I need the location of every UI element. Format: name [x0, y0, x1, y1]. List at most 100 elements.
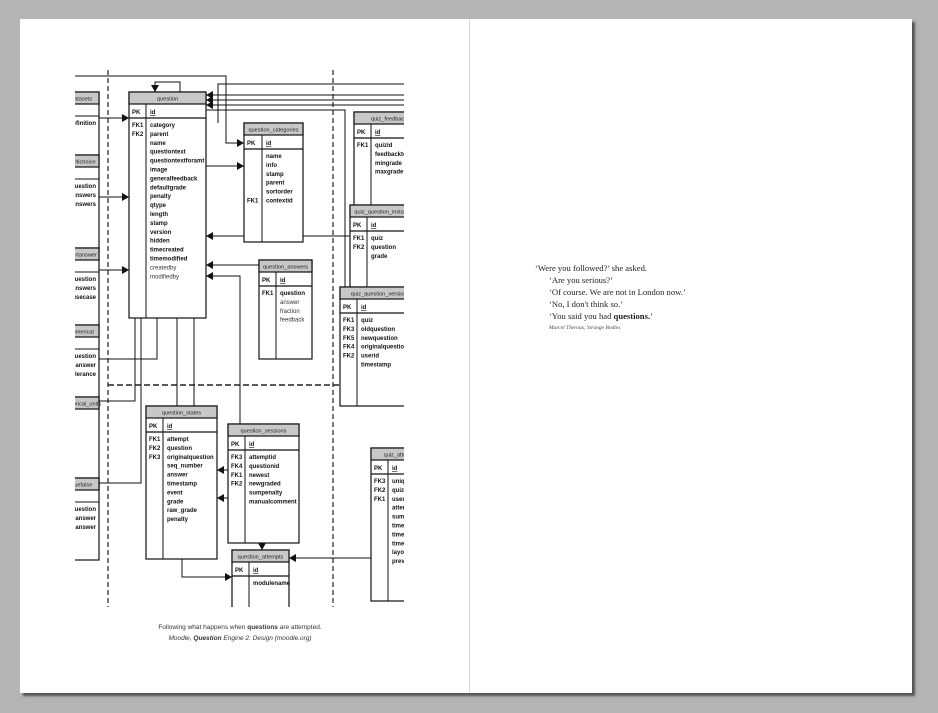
- entity-header: [75, 396, 100, 410]
- fk-label: FK1: [353, 236, 365, 242]
- entity-field: question: [71, 354, 96, 360]
- caption-bold: questions: [247, 624, 278, 631]
- entity-field: category: [150, 123, 176, 129]
- quote-attribution: Marcel Theroux, Strange Bodies: [549, 325, 621, 331]
- entity-name: question_sessions: [240, 429, 286, 435]
- fk-label: FK2: [132, 132, 144, 138]
- arrowhead: [258, 543, 266, 550]
- epigraph: ‘Were you followed?’ she asked. ‘Are you…: [535, 262, 686, 334]
- caption-text: Following what happens when: [158, 624, 248, 631]
- entity-field: timemodified: [150, 257, 188, 263]
- fk-label: FK5: [343, 336, 355, 342]
- pk-field: id: [375, 130, 381, 136]
- entity-box: [128, 91, 207, 319]
- entity-field: answer: [167, 473, 188, 479]
- entity-field: name: [150, 141, 166, 147]
- pk-label: PK: [262, 278, 271, 284]
- fk-label: FK2: [343, 354, 355, 360]
- entity-field: qtype: [150, 203, 167, 209]
- pk-label: PK: [343, 305, 352, 311]
- entity-field: oldquestion: [361, 327, 395, 333]
- entity-header: [227, 423, 300, 437]
- entity-field: question: [71, 184, 96, 190]
- entity-field: definition: [69, 121, 96, 127]
- entity-field: modulename: [253, 581, 291, 587]
- entity-field: usecase: [72, 295, 96, 301]
- entity-field: attemptid: [249, 455, 276, 461]
- fk-label: FK4: [343, 345, 355, 351]
- entity-field: fraction: [280, 309, 300, 315]
- source-bold: Question: [193, 635, 222, 642]
- entity-name: question_categories: [248, 128, 298, 134]
- fk-label: FK1: [132, 123, 144, 129]
- entity-field: attempt: [392, 506, 414, 512]
- entity-header: [75, 154, 100, 168]
- entity-box: [243, 122, 304, 243]
- entity-name: quiz_question_instances: [354, 210, 415, 216]
- entity-name: question_truefalse: [47, 483, 93, 489]
- entity-field: seq_number: [167, 464, 203, 470]
- arrowhead: [206, 272, 213, 280]
- quote-text: ‘You said you had: [549, 311, 614, 321]
- entity-field: question: [167, 446, 192, 452]
- entity-box: [339, 286, 404, 407]
- entity-field: layout: [392, 550, 410, 556]
- entity-field: penalty: [150, 194, 172, 200]
- fk-label: FK1: [247, 199, 259, 205]
- entity-field: timestart: [392, 524, 417, 530]
- pk-field: id: [280, 278, 286, 284]
- pk-field: id: [253, 568, 259, 574]
- entity-field: feedback: [280, 318, 305, 324]
- entity-field: question: [71, 507, 96, 513]
- relationship-line: [206, 109, 346, 287]
- pk-label: PK: [149, 424, 158, 430]
- entity-field: hidden: [150, 239, 170, 245]
- fk-label: FK4: [231, 464, 243, 470]
- quote-line: ‘Are you serious?’: [549, 275, 613, 285]
- quote-line-last: ‘You said you had questions.’: [535, 310, 686, 322]
- entity-field: image: [150, 168, 168, 174]
- entity-name: question_multichoice: [43, 160, 95, 166]
- entity-field: sortorder: [266, 190, 293, 196]
- arrowhead: [217, 494, 224, 502]
- entity-field: quiz: [361, 318, 373, 324]
- entity-name: question_datasets: [47, 97, 93, 103]
- quote-line: ‘No, I don't think so.’: [549, 299, 624, 309]
- pk-label: PK: [132, 110, 141, 116]
- entity-field: event: [167, 490, 183, 496]
- entity-box: [75, 396, 100, 490]
- entity-field: feedbacktext: [375, 152, 412, 158]
- arrowhead: [217, 466, 224, 474]
- fk-label: FK3: [149, 455, 161, 461]
- entity-field: stamp: [266, 172, 284, 178]
- pk-label: PK: [231, 442, 240, 448]
- entity-field: questiontext: [150, 150, 186, 156]
- entity-box: [75, 247, 100, 329]
- entity-box: [349, 204, 404, 297]
- entity-name: question_numerical_units: [38, 402, 102, 408]
- entity-field: answers: [72, 286, 97, 292]
- fk-label: FK1: [262, 291, 274, 297]
- entity-field: userid: [392, 497, 410, 503]
- entity-field: contextid: [266, 199, 293, 205]
- entity-field: falseanswer: [62, 525, 97, 531]
- pk-field: id: [167, 424, 173, 430]
- entity-field: timemodified: [392, 541, 430, 547]
- entity-box: [227, 423, 300, 544]
- entity-field: question: [371, 245, 396, 251]
- entity-name: question_answers: [263, 265, 308, 271]
- quote-text: ’: [650, 311, 653, 321]
- arrowhead: [237, 162, 244, 170]
- fk-label: FK3: [231, 455, 243, 461]
- pk-field: id: [371, 223, 377, 229]
- quote-line: ‘Were you followed?’ she asked.: [535, 263, 648, 273]
- arrowhead: [206, 101, 213, 109]
- pk-label: PK: [247, 141, 256, 147]
- entity-header: [145, 405, 218, 419]
- entity-field: sumgrades: [392, 515, 425, 521]
- pk-field: id: [150, 110, 156, 116]
- entity-header: [353, 111, 404, 125]
- entity-field: createdby: [150, 265, 176, 271]
